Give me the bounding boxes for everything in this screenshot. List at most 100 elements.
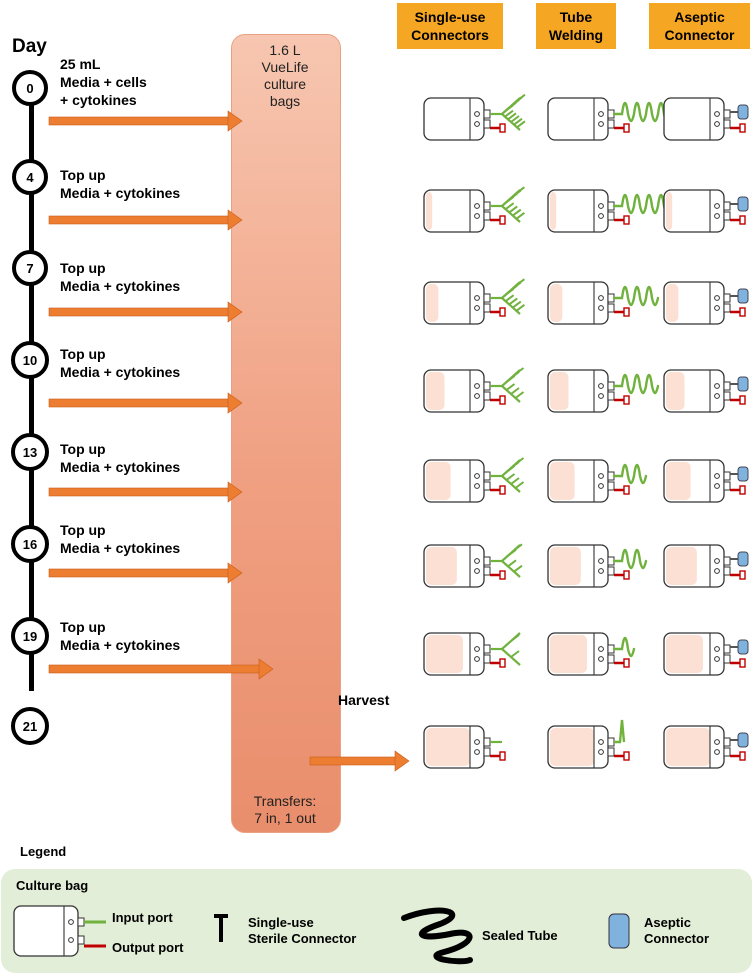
arrow-head [227, 110, 243, 132]
port-dot [598, 393, 604, 399]
output-port [607, 654, 615, 664]
output-cap [499, 307, 506, 317]
bar-label-line: 1.6 L [269, 42, 301, 58]
connector-stub [510, 634, 520, 642]
port-dot [714, 393, 720, 399]
step-line: Media + cytokines [60, 278, 181, 294]
sealed-tube-icon [401, 907, 473, 965]
connector-branch [501, 560, 521, 578]
output-cap [499, 395, 506, 405]
bag-body [663, 97, 725, 141]
connector-stub [510, 387, 520, 395]
bag-fill [666, 192, 673, 230]
aseptic-connector [737, 466, 749, 482]
bag-fill [666, 284, 679, 322]
bag-aseptic-row [663, 632, 749, 676]
culture-bags-label: 1.6 L VueLife culture bags [231, 42, 339, 110]
bag-connectors-row [423, 278, 526, 325]
output-port [483, 481, 491, 491]
connector-icon [214, 914, 228, 918]
legend-aseptic-label: Aseptic Connector [644, 915, 709, 947]
bag-welding-row [547, 459, 648, 503]
step-line: Media + cytokines [60, 637, 181, 653]
bag-fill [550, 372, 569, 410]
output-port [483, 747, 491, 757]
port-dot [714, 656, 720, 662]
aseptic-connector [737, 104, 749, 120]
connector-stub [515, 303, 526, 312]
port-dot [598, 568, 604, 574]
connector-stub [513, 117, 523, 126]
output-port [607, 391, 615, 401]
connector-stub [515, 278, 526, 287]
bag-fill [426, 462, 451, 500]
output-port [77, 935, 85, 945]
bag-fill [666, 547, 697, 585]
bag-body [663, 189, 725, 233]
connector-stub [514, 481, 525, 489]
port-dot [474, 739, 480, 745]
header-line: Single-use [414, 9, 486, 25]
sealed-tube [612, 373, 660, 395]
output-cap [499, 658, 506, 668]
connector-stub [516, 120, 526, 129]
output-cap [499, 215, 506, 225]
output-port [607, 303, 615, 313]
sealed-tube [614, 719, 626, 744]
bag-body [547, 189, 609, 233]
output-port [723, 211, 731, 221]
port-dot [474, 295, 480, 301]
output-cap [739, 395, 746, 405]
port-dot [598, 483, 604, 489]
header-line: Aseptic [674, 9, 725, 25]
output-cap [499, 123, 506, 133]
port-dot [598, 295, 604, 301]
bag-body [423, 97, 485, 141]
arrow-head [227, 392, 243, 414]
sealed-tube [612, 193, 672, 215]
step-label-day-10: Top up Media + cytokines [60, 345, 180, 381]
output-port [483, 303, 491, 313]
output-cap [739, 123, 746, 133]
output-cap [623, 215, 630, 225]
step-line: Top up [60, 167, 106, 183]
bag-connectors-row [423, 457, 525, 503]
bag-welding-row [547, 281, 660, 325]
connector-stub [513, 564, 523, 573]
connector-stub [508, 297, 518, 306]
connector-stub [514, 391, 525, 399]
bag-connectors-row [423, 543, 523, 588]
sealed-tube [612, 548, 648, 570]
step-line: Media + cytokines [60, 364, 181, 380]
step-label-day-4: Top up Media + cytokines [60, 166, 180, 202]
port-dot [714, 305, 720, 311]
input-port [723, 293, 731, 303]
aseptic-connector [737, 196, 749, 212]
arrow-head [227, 209, 243, 231]
bag-aseptic-row [663, 459, 749, 503]
bag-aseptic-row [663, 189, 749, 233]
bag-connectors-row [423, 367, 525, 413]
input-port [483, 644, 491, 654]
input-port [723, 644, 731, 654]
step-line: Top up [60, 619, 106, 635]
input-port [483, 381, 491, 391]
bag-aseptic-row [663, 97, 749, 141]
bag-body [547, 281, 609, 325]
feed-arrow [48, 562, 243, 584]
step-label-day-7: Top up Media + cytokines [60, 259, 180, 295]
arrow-shaft [48, 116, 231, 126]
input-port [723, 109, 731, 119]
output-cap [739, 307, 746, 317]
feed-arrow [48, 209, 243, 231]
day-node-19: 19 [11, 617, 49, 655]
arrow-shaft [48, 307, 231, 317]
connector-stub [512, 208, 522, 217]
arrow-shaft [48, 215, 231, 225]
port-dot [598, 739, 604, 745]
day-node-7: 7 [12, 250, 48, 286]
output-cap [739, 751, 746, 761]
bag-connectors-row [423, 93, 526, 141]
aseptic-connector [737, 732, 749, 748]
